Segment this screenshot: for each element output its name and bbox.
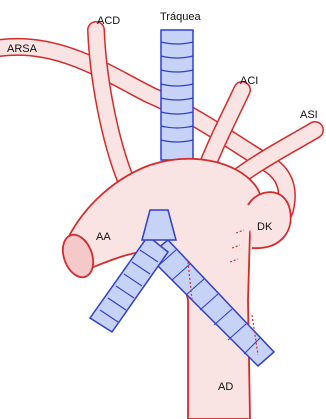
label-dk: DK — [257, 221, 273, 233]
label-aci: ACI — [240, 75, 258, 87]
label-trachea: Tráquea — [160, 11, 201, 23]
label-acd: ACD — [97, 15, 120, 27]
acd-vessel — [96, 30, 125, 178]
trachea — [161, 30, 193, 160]
label-asi: ASI — [300, 109, 318, 121]
label-ad: AD — [218, 381, 233, 393]
label-aa: AA — [96, 231, 111, 243]
label-arsa: ARSA — [7, 43, 38, 55]
aortic-arch — [68, 159, 261, 419]
